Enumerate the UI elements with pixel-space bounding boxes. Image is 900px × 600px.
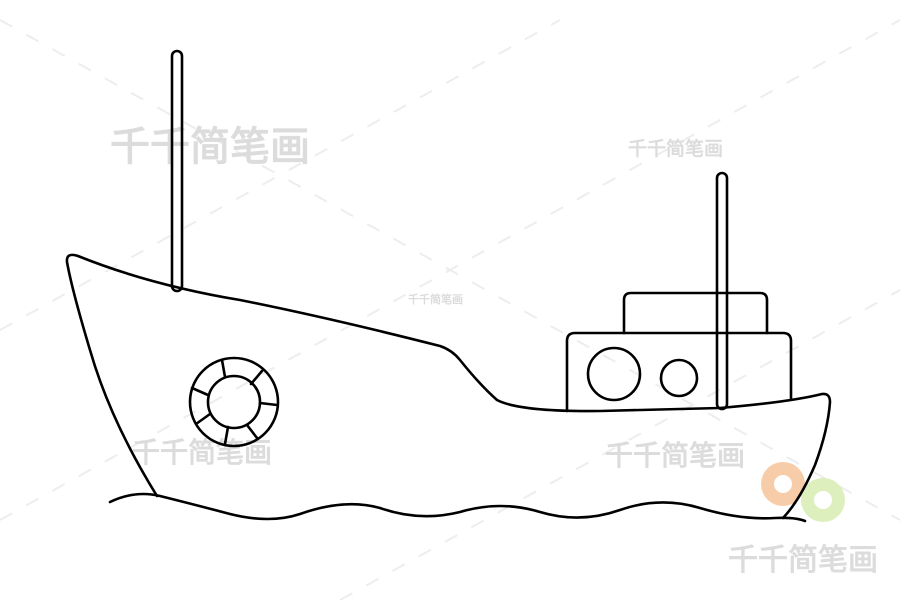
cabin-porthole-large [586,346,642,402]
watermark-texts: 千千简笔画 千千简笔画 千千简笔画 千千简笔画 千千简笔画 千千简笔画 [110,124,878,578]
watermark-lines [0,19,900,600]
watermark-text: 千千简笔画 [132,436,272,469]
watermark-text: 千千简笔画 [110,124,310,170]
cabin-lower [565,331,793,413]
rear-mast [715,171,729,411]
watermark-text: 千千简笔画 [628,137,723,160]
life-ring-icon [188,356,280,448]
hull [65,253,832,520]
watermark-text: 千千简笔画 [728,543,878,578]
ship [65,49,832,523]
cabin-upper [622,291,769,335]
watermark-logo [761,462,845,522]
front-mast [170,49,184,293]
watermark-text: 千千简笔画 [605,439,745,472]
cabin-porthole-small [659,358,699,398]
sea-waves [108,492,807,523]
watermark-text: 千千简笔画 [408,292,463,306]
